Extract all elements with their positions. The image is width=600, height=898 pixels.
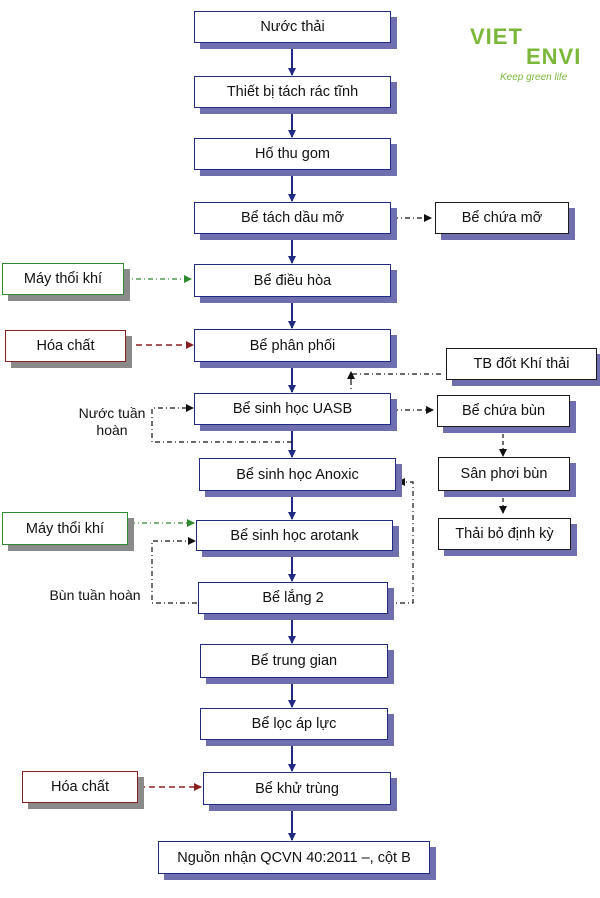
step-clarifier: Bể lắng 2 [198,582,388,614]
step-distribution: Bể phân phối [194,329,391,362]
step-grease-trap: Bể tách dầu mỡ [194,202,391,234]
step-disinfection: Bể khử trùng [203,772,391,805]
step-intermediate-tank: Bể trung gian [200,644,388,678]
exhaust-gas-burner: TB đốt Khí thải [446,348,597,380]
step-receiving-source: Nguồn nhận QCVN 40:2011 –, cột B [158,841,430,874]
logo-word-envi: ENVI [526,44,582,69]
air-blower-1: Máy thổi khí [2,263,124,295]
logo-word-viet: VIET [470,24,523,49]
step-anoxic: Bể sinh học Anoxic [199,458,396,491]
step-uasb: Bể sinh học UASB [194,393,391,425]
step-static-screen: Thiết bị tách rác tĩnh [194,76,391,108]
chemical-dosing-2: Hóa chất [22,771,138,803]
step-pressure-filter: Bể lọc áp lực [200,708,388,740]
step-wastewater: Nước thải [194,11,391,43]
water-recycle-loop [151,404,292,443]
nitrate-recycle-loop [388,478,414,604]
vietenvi-logo: VIET ENVI Keep green life [470,24,582,83]
step-aerotank: Bể sinh học arotank [196,520,393,551]
sludge-drying-bed: Sân phơi bùn [438,457,570,491]
logo-tagline: Keep green life [500,72,568,83]
chemical-dosing-1: Hóa chất [5,330,126,362]
sludge-storage-tank: Bể chứa bùn [437,395,570,427]
step-equalization: Bể điều hòa [194,264,391,297]
periodic-disposal: Thải bỏ định kỳ [438,518,571,550]
sludge-recycle-label: Bùn tuần hoàn [49,587,141,603]
step-collection-pit: Hố thu gom [194,138,391,170]
sludge-recycle-loop [151,537,197,604]
exhaust-line [350,373,441,390]
water-recycle-label: Nước tuần hoàn [78,405,146,438]
air-blower-2: Máy thổi khí [2,512,128,545]
grease-storage-tank: Bể chứa mỡ [435,202,569,234]
